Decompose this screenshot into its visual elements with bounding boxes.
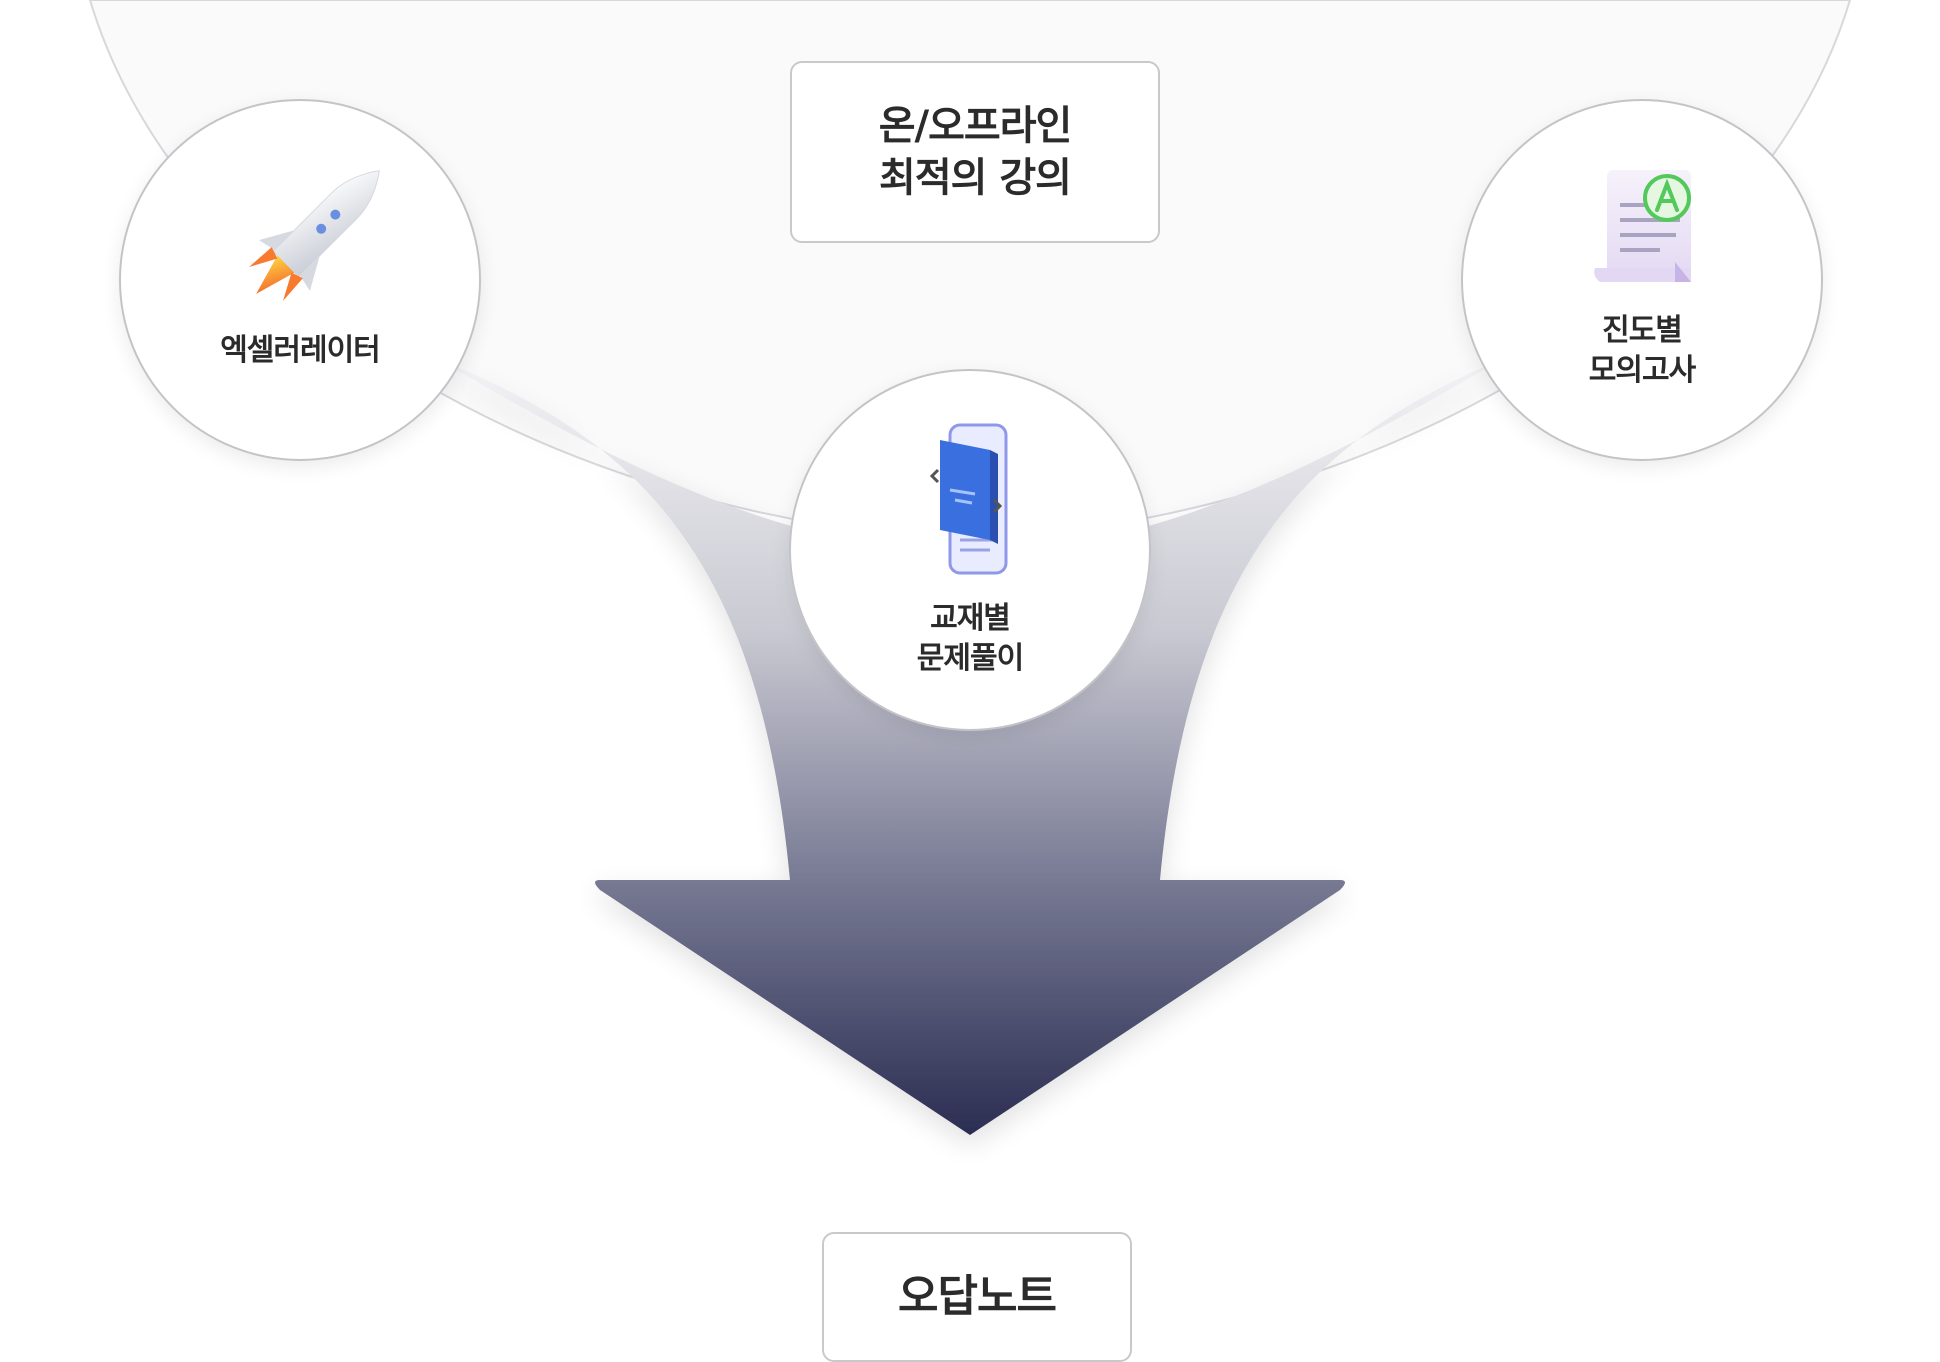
rocket-icon: [249, 170, 380, 301]
textbook-label: 교재별: [930, 601, 1010, 636]
wrong-answer-note-label: 오답노트: [898, 1271, 1057, 1322]
funnel-arrow: [440, 360, 1500, 1135]
lecture-label-line2: 최적의 강의: [879, 155, 1072, 201]
mock-exam-label: 진도별: [1602, 313, 1682, 348]
mock-exam-label-2: 모의고사: [1589, 353, 1697, 388]
textbook-label-2: 문제풀이: [917, 641, 1023, 676]
wrong-answer-note-box: 오답노트: [822, 1232, 1132, 1362]
lecture-label-box: 온/오프라인 최적의 강의: [790, 61, 1160, 243]
lecture-label-line1: 온/오프라인: [878, 103, 1073, 149]
graded-test-paper-icon: [1594, 170, 1691, 282]
smartphone-book-icon: [929, 423, 1008, 575]
accelerator-label: 엑셀러레이터: [220, 333, 380, 368]
